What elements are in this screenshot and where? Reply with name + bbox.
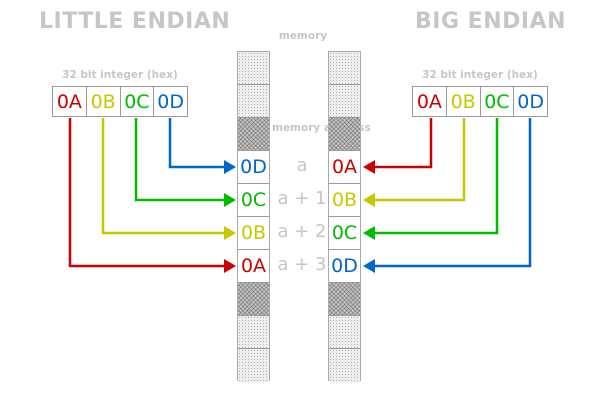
memory-cell-empty <box>329 85 360 118</box>
int-byte-0A: 0A <box>53 87 87 116</box>
arrow-be-0C <box>373 118 499 235</box>
arrowhead-be-0A <box>363 160 375 174</box>
memory-cell-be-a3: 0D <box>329 250 360 283</box>
memory-cell-empty <box>329 52 360 85</box>
address-a1: a + 1 <box>277 188 327 209</box>
memory-cell-be-a2: 0C <box>329 217 360 250</box>
memory-cell-be-a1: 0B <box>329 184 360 217</box>
memory-column-little-endian: 0D 0C 0B 0A <box>237 51 270 382</box>
int-byte-0B: 0B <box>87 87 121 116</box>
int-byte-0A: 0A <box>413 87 447 116</box>
memory-cell-empty <box>329 283 360 316</box>
int-byte-0B: 0B <box>447 87 481 116</box>
int-byte-0D: 0D <box>157 90 184 113</box>
memory-cell-empty <box>238 52 269 85</box>
memory-cell-empty <box>238 85 269 118</box>
memory-cell-empty <box>238 283 269 316</box>
memory-cell-empty <box>238 316 269 349</box>
int-byte-0C: 0C <box>121 87 155 116</box>
arrow-le-0A <box>68 118 226 268</box>
address-a2: a + 2 <box>277 221 327 242</box>
arrowhead-le-0B <box>224 226 236 240</box>
arrowhead-le-0C <box>224 193 236 207</box>
integer-box-little-endian: 0A 0B 0C 0D <box>52 86 188 117</box>
memory-cell-be-a: 0A <box>329 151 360 184</box>
memory-cell-le-a: 0D <box>238 151 269 184</box>
big-endian-title: BIG ENDIAN <box>415 9 566 34</box>
memory-cell-empty <box>238 349 269 382</box>
memory-label: memory <box>278 30 328 42</box>
address-a3: a + 3 <box>277 254 327 275</box>
arrowhead-le-0D <box>224 160 236 174</box>
memory-cell-empty <box>329 118 360 151</box>
address-a: a <box>296 155 308 176</box>
arrowhead-be-0D <box>363 259 375 273</box>
little-endian-title: LITTLE ENDIAN <box>39 9 231 34</box>
int-byte-0C: 0C <box>481 87 515 116</box>
memory-cell-le-a2: 0B <box>238 217 269 250</box>
arrow-le-0D <box>168 118 226 169</box>
memory-column-big-endian: 0A 0B 0C 0D <box>328 51 361 382</box>
memory-cell-empty <box>329 349 360 382</box>
memory-cell-empty <box>238 118 269 151</box>
integer-label-left: 32 bit integer (hex) <box>62 69 178 81</box>
arrowhead-be-0C <box>363 226 375 240</box>
integer-label-right: 32 bit integer (hex) <box>422 69 538 81</box>
memory-cell-le-a1: 0C <box>238 184 269 217</box>
arrow-be-0A <box>373 118 433 169</box>
arrow-le-0C <box>134 118 226 202</box>
int-byte-0D: 0D <box>517 90 544 113</box>
memory-cell-empty <box>329 316 360 349</box>
arrowhead-le-0A <box>224 259 236 273</box>
arrow-be-0B <box>373 118 466 202</box>
arrow-le-0B <box>101 118 226 235</box>
memory-cell-le-a3: 0A <box>238 250 269 283</box>
integer-box-big-endian: 0A 0B 0C 0D <box>412 86 548 117</box>
arrowhead-be-0B <box>363 193 375 207</box>
arrow-be-0D <box>373 118 532 268</box>
